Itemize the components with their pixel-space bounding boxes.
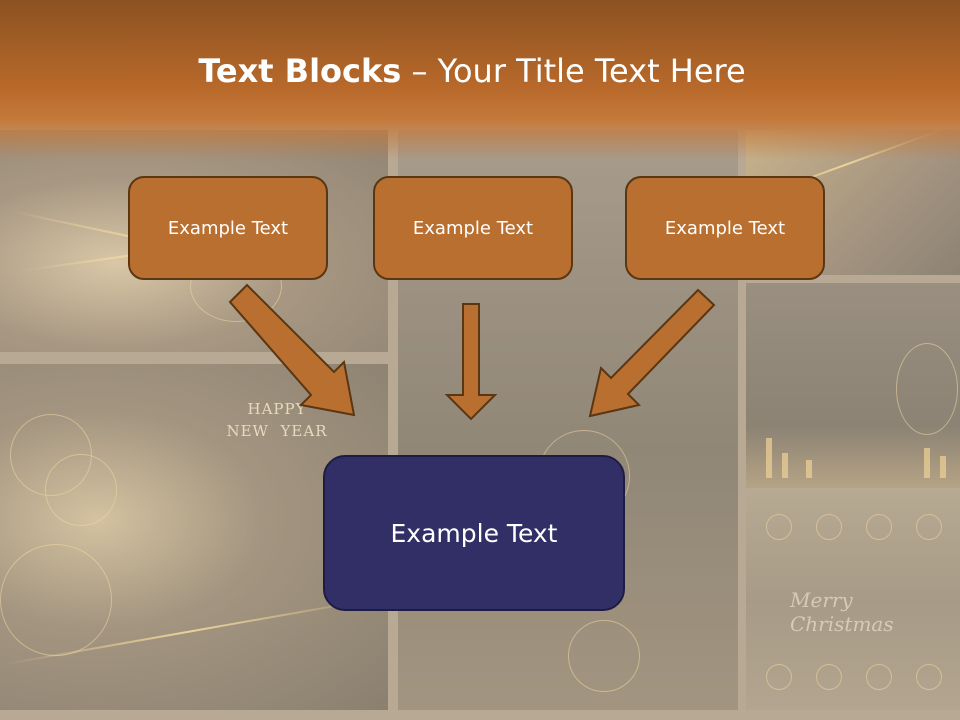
slide-title: Text Blocks – Your Title Text Here bbox=[0, 52, 944, 90]
text-box-left[interactable]: Example Text bbox=[128, 176, 328, 280]
happy-new-year-text: HAPPY NEW YEAR bbox=[222, 398, 332, 442]
happy-line-2: NEW YEAR bbox=[226, 422, 328, 440]
decor-bar bbox=[766, 438, 772, 478]
text-box-right-label: Example Text bbox=[664, 217, 786, 239]
swirl-ornament bbox=[866, 514, 892, 540]
swirl-ornament bbox=[816, 664, 842, 690]
arrow-left bbox=[228, 283, 356, 417]
arrow-right bbox=[588, 288, 716, 418]
text-box-bottom[interactable]: Example Text bbox=[323, 455, 625, 611]
decor-bar bbox=[924, 448, 930, 478]
arrow-center bbox=[444, 303, 498, 421]
swirl-ornament bbox=[916, 514, 942, 540]
decor-bar bbox=[806, 460, 812, 478]
text-box-center[interactable]: Example Text bbox=[373, 176, 573, 280]
swirl-ornament bbox=[916, 664, 942, 690]
ornament-ring bbox=[568, 620, 640, 692]
ornament-ring bbox=[45, 454, 117, 526]
swirl-ornament bbox=[866, 664, 892, 690]
background-panel-right-middle bbox=[746, 283, 960, 488]
title-bold-part: Text Blocks bbox=[198, 52, 402, 90]
text-box-center-label: Example Text bbox=[412, 217, 534, 239]
happy-line-1: HAPPY bbox=[247, 400, 307, 418]
swirl-ornament bbox=[766, 664, 792, 690]
tree-ornament bbox=[896, 343, 958, 435]
title-banner bbox=[0, 0, 960, 160]
text-box-bottom-label: Example Text bbox=[390, 518, 558, 548]
decor-bar bbox=[940, 456, 946, 478]
title-rest-part: – Your Title Text Here bbox=[401, 52, 746, 90]
swirl-ornament bbox=[766, 514, 792, 540]
text-box-right[interactable]: Example Text bbox=[625, 176, 825, 280]
swirl-ornament bbox=[816, 514, 842, 540]
background-panel-right-bottom bbox=[746, 494, 960, 710]
text-box-left-label: Example Text bbox=[167, 217, 289, 239]
merry-christmas-text: Merry Christmas bbox=[790, 588, 894, 636]
decor-bar bbox=[782, 453, 788, 478]
